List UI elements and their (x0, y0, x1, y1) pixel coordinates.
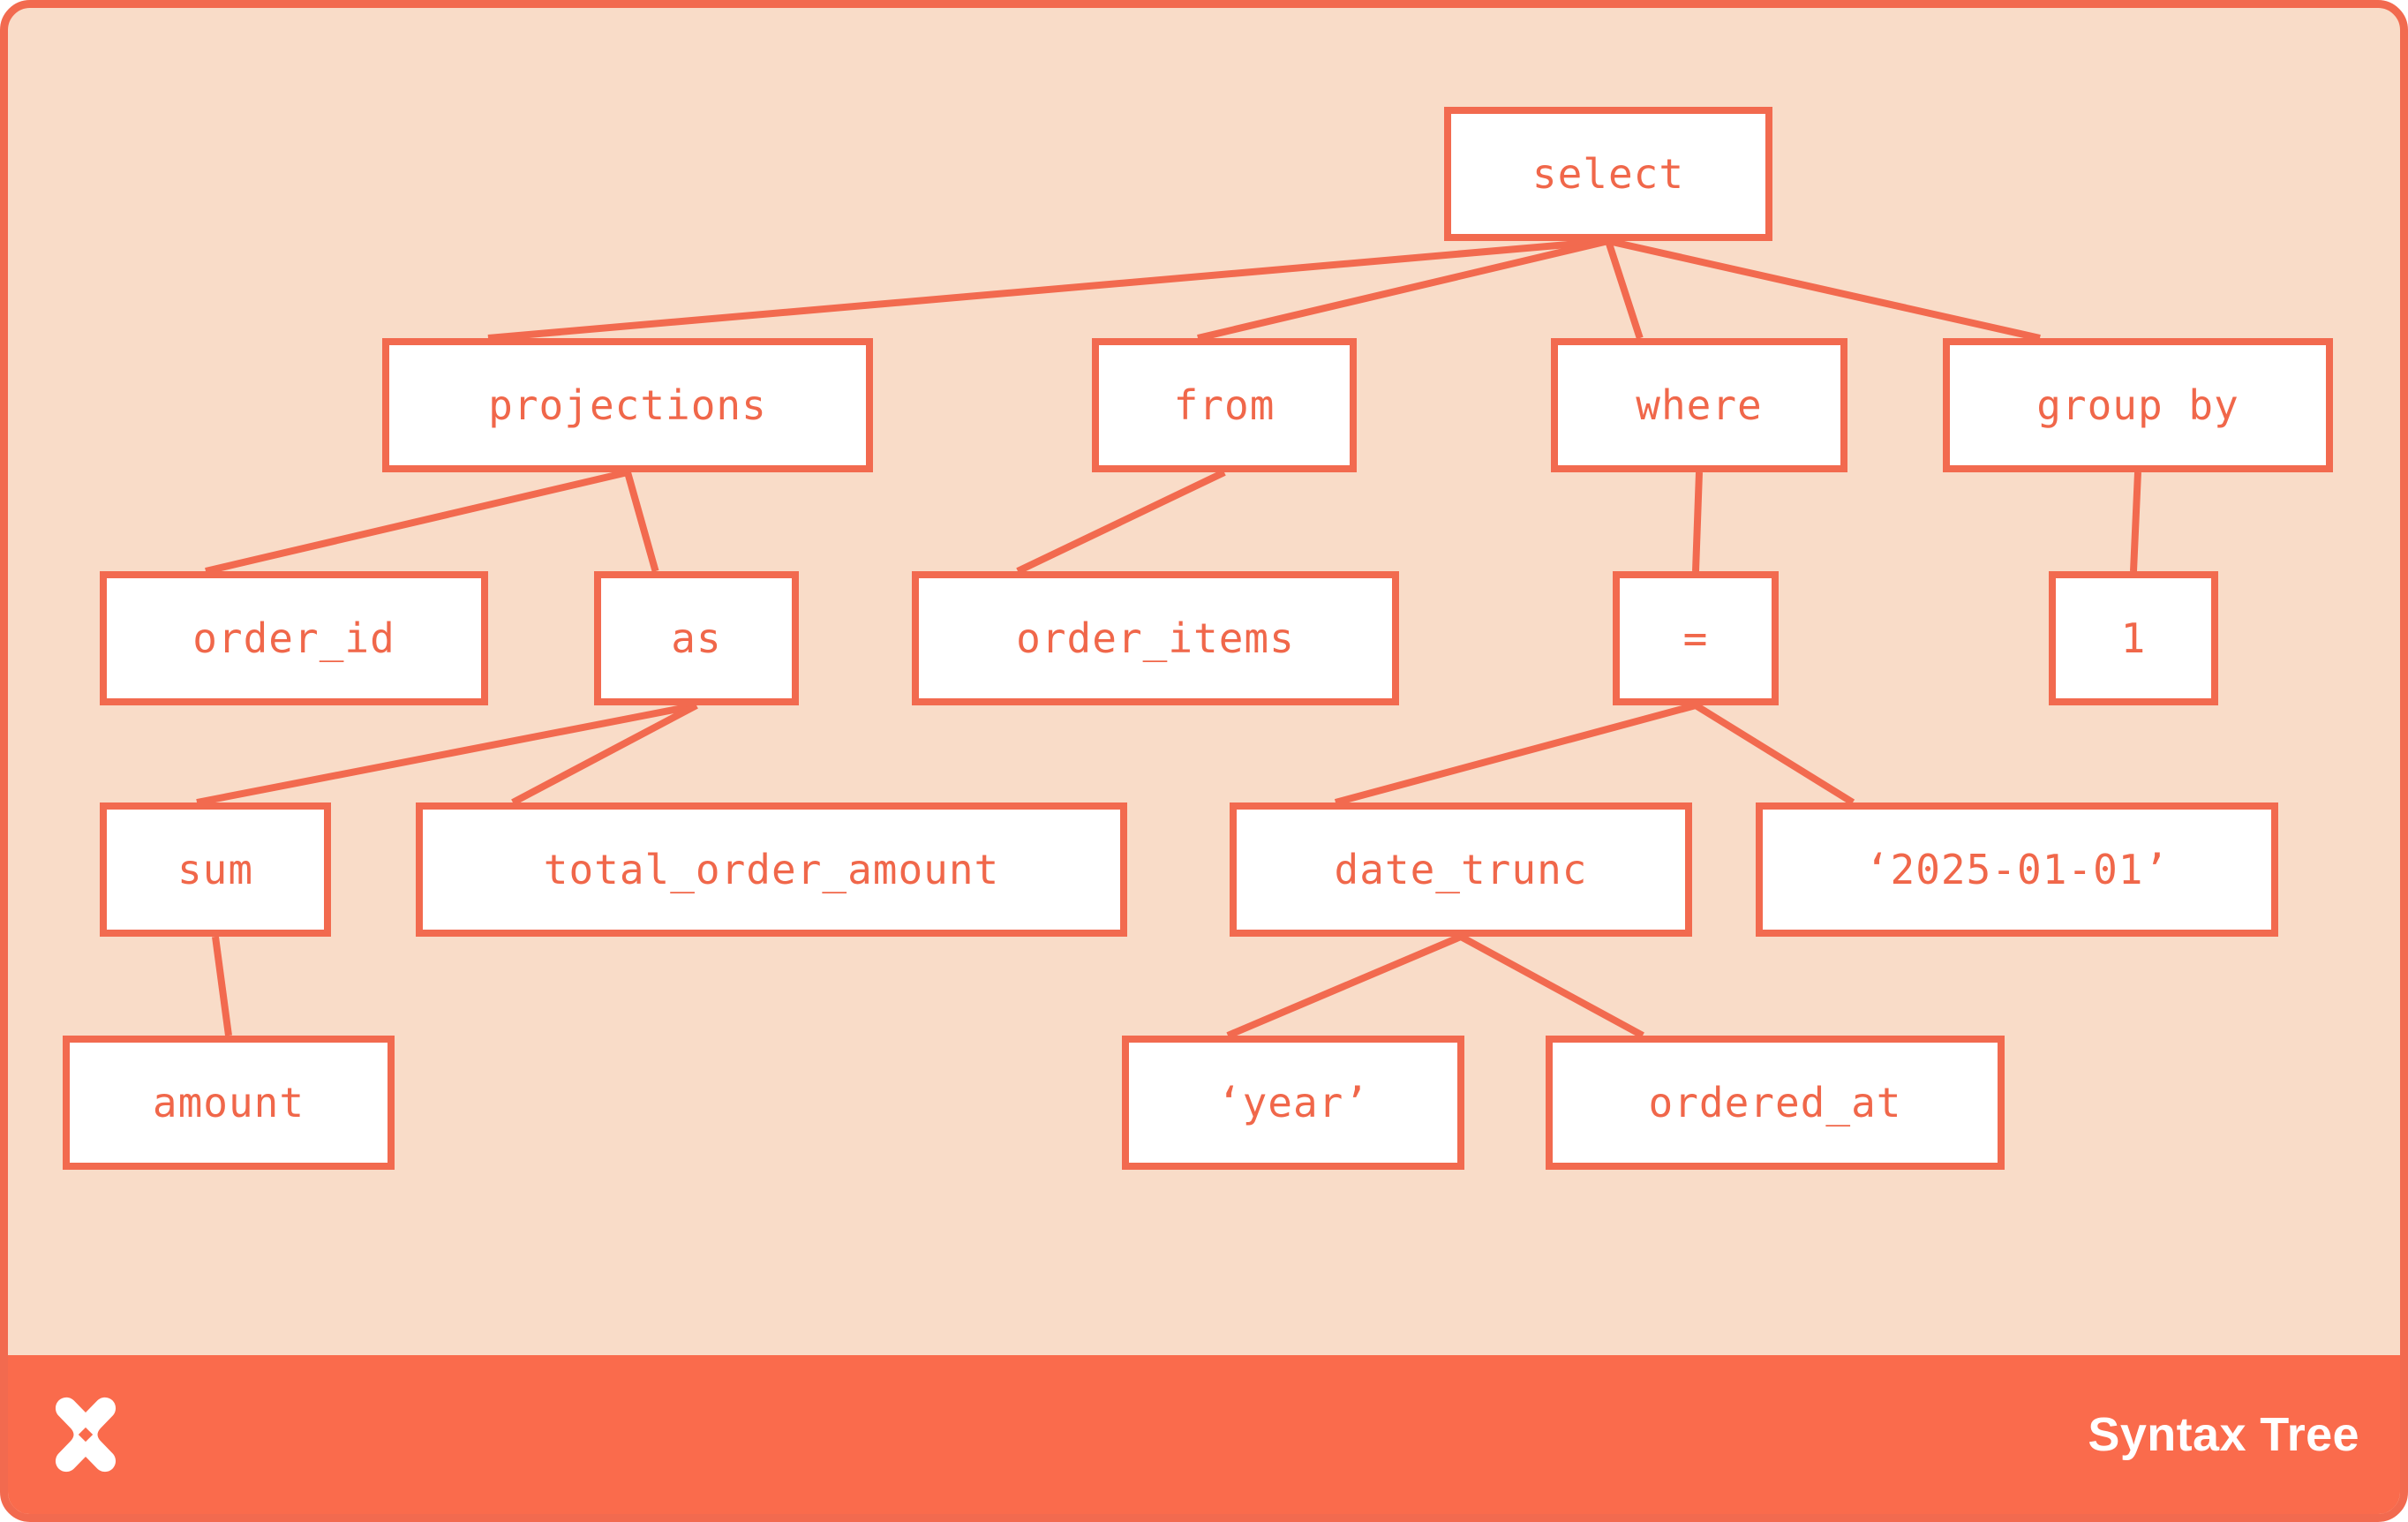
tree-node-order_items[interactable]: order_items (912, 571, 1399, 705)
tree-edge (1692, 471, 1703, 572)
footer-bar: Syntax Tree (8, 1355, 2400, 1514)
tree-edge (212, 936, 232, 1036)
tree-edge (624, 471, 659, 573)
tree-node-label: amount (152, 1079, 305, 1126)
tree-node-label: select (1531, 150, 1685, 198)
tree-node-order_id[interactable]: order_id (100, 571, 488, 705)
tree-node-label: ‘year’ (1216, 1079, 1370, 1126)
tree-node-label: sum (177, 846, 254, 893)
tree-node-eq[interactable]: = (1613, 571, 1779, 705)
tree-edges (196, 237, 2141, 1039)
tree-node-total_order_amount[interactable]: total_order_amount (416, 802, 1127, 937)
tree-node-label: = (1682, 614, 1709, 662)
tree-edge (1459, 933, 1644, 1039)
tree-node-label: where (1636, 381, 1763, 429)
tree-node-year_literal[interactable]: ‘year’ (1122, 1036, 1464, 1170)
tree-node-sum[interactable]: sum (100, 802, 331, 937)
tree-node-group_by[interactable]: group by (1943, 338, 2333, 472)
tree-node-label: order_id (192, 614, 395, 662)
tree-canvas: select projections from where group by order_… (8, 8, 2400, 1371)
tree-edge (511, 702, 698, 806)
tree-edge (1334, 702, 1697, 806)
tree-node-where[interactable]: where (1551, 338, 1847, 472)
tree-node-label: 1 (2120, 614, 2147, 662)
tree-node-date_literal[interactable]: ‘2025-01-01’ (1756, 802, 2278, 937)
tree-edge (1607, 237, 2041, 342)
x-star-logo (55, 1397, 117, 1473)
tree-node-as[interactable]: as (594, 571, 799, 705)
tree-node-one[interactable]: 1 (2049, 571, 2218, 705)
tree-edge (487, 237, 1609, 342)
tree-node-projections[interactable]: projections (382, 338, 873, 472)
tree-edge (205, 469, 628, 575)
tree-node-amount[interactable]: amount (63, 1036, 395, 1170)
tree-node-ordered_at[interactable]: ordered_at (1546, 1036, 2005, 1170)
tree-node-from[interactable]: from (1092, 338, 1357, 472)
tree-node-label: as (671, 614, 722, 662)
tree-edge (196, 702, 697, 806)
tree-node-label: ordered_at (1648, 1079, 1902, 1126)
tree-node-label: ‘2025-01-01’ (1864, 846, 2170, 893)
tree-edge (1016, 469, 1226, 575)
tree-node-label: date_trunc (1334, 846, 1588, 893)
tree-node-label: projections (488, 381, 767, 429)
tree-edge (1226, 933, 1463, 1039)
tree-edge (2130, 471, 2141, 572)
footer-title: Syntax Tree (2088, 1408, 2359, 1461)
tree-edge (1605, 239, 1644, 340)
tree-node-label: group by (2036, 381, 2239, 429)
tree-node-select[interactable]: select (1444, 107, 1772, 241)
tree-node-label: from (1173, 381, 1275, 429)
tree-edge (1197, 237, 1609, 342)
tree-node-label: order_items (1016, 614, 1295, 662)
tree-node-date_trunc[interactable]: date_trunc (1230, 802, 1692, 937)
tree-node-label: total_order_amount (543, 846, 1000, 893)
tree-edge (1693, 702, 1855, 806)
